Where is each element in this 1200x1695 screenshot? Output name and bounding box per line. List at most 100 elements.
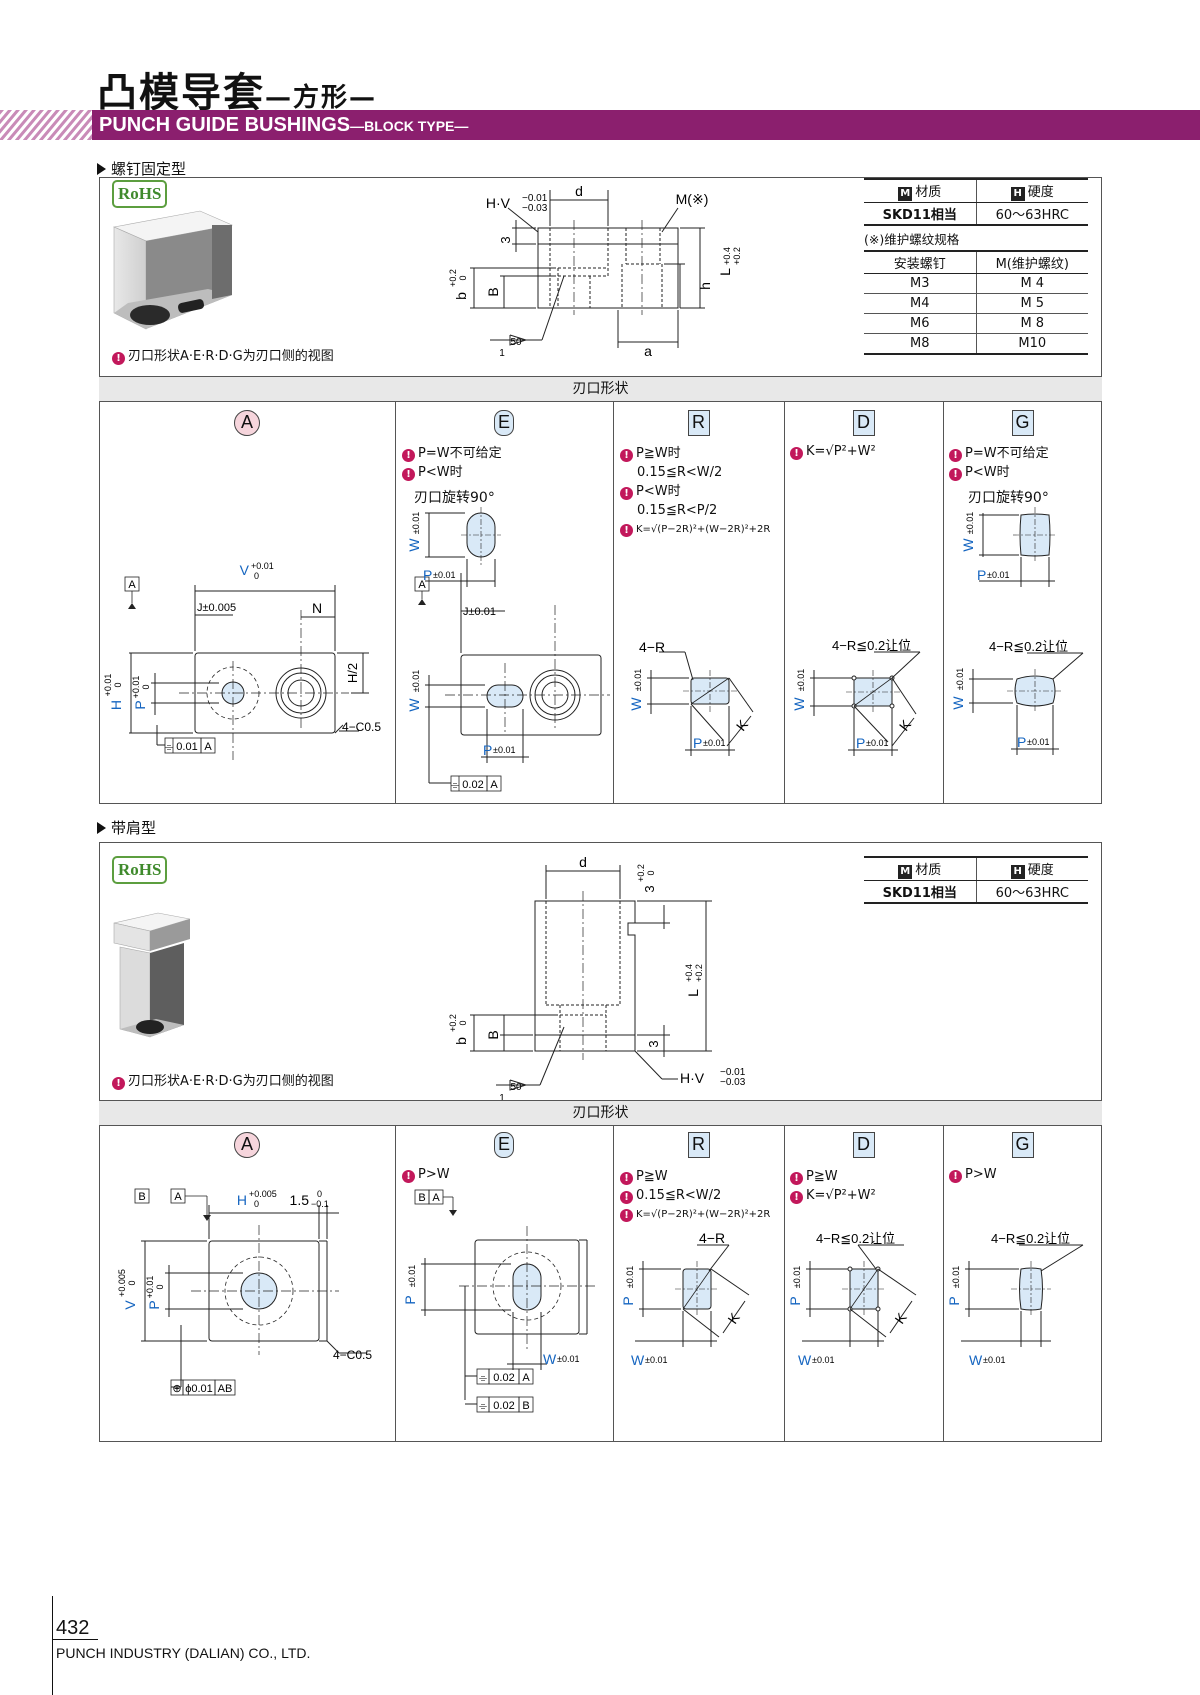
section2-label: 带肩型	[97, 817, 156, 838]
dim-p-tol: ±0.01	[625, 1266, 635, 1288]
dim-p: P	[402, 1295, 418, 1304]
gdt-value: 0.02	[462, 779, 483, 791]
note-text: P=W不可给定	[418, 446, 502, 461]
dim-p-tol: ±0.01	[866, 738, 888, 748]
dim-hv: H·V	[486, 195, 511, 211]
note-text: 0.15≦R<W/2	[636, 1188, 722, 1203]
shape-e-title: E	[395, 410, 613, 436]
gdt-symmetry-icon: ⌯	[479, 1401, 487, 1412]
datum-b: B	[418, 1192, 425, 1204]
note-line: !P≧W	[620, 1167, 770, 1186]
datum-a: A	[174, 1191, 182, 1203]
section2-note-text: 刃口形状A·E·R·D·G为刃口侧的视图	[128, 1074, 334, 1089]
shape-g-badge: G	[1011, 410, 1034, 436]
shape-a-drawing: V +0.01 0 J±0.005 N H/2 H +0.01 0 P +0.0…	[103, 561, 381, 760]
col-divider	[943, 1125, 944, 1442]
dim-p-tol: ±0.01	[792, 1266, 802, 1288]
gdt-ref: AB	[218, 1383, 233, 1395]
dim-p-tol: ±0.01	[1027, 737, 1049, 747]
section1-note-text: 刃口形状A·E·R·D·G为刃口侧的视图	[128, 349, 334, 364]
dim-p-tol-dn: 0	[141, 684, 151, 689]
datum-a: A	[418, 579, 426, 591]
footer-rule	[52, 1639, 98, 1640]
triangle-icon	[97, 822, 106, 834]
note-icon: !	[402, 1170, 415, 1183]
section1-panel	[99, 177, 1102, 804]
hardness-value: 60～63HRC	[975, 202, 1088, 226]
note-line: !K=√(P−2R)²+(W−2R)²+2R	[620, 520, 770, 539]
dim-B: B	[485, 287, 501, 296]
note-formula: K=√(P−2R)²+(W−2R)²+2R	[636, 1209, 771, 1220]
hardness-icon: H	[1010, 187, 1025, 201]
note-icon: !	[620, 1191, 633, 1204]
dim-h: H	[237, 1192, 247, 1208]
shape2-e-badge: E	[494, 1132, 514, 1158]
note-line: !P≧W时	[620, 444, 770, 463]
company-name: PUNCH INDUSTRY (DALIAN) CO., LTD.	[56, 1645, 311, 1661]
dim-w-tol: ±0.01	[983, 1355, 1005, 1365]
section1-label-text: 螺钉固定型	[111, 160, 187, 178]
shape-d-badge: D	[852, 410, 875, 436]
shape-r-title: R	[613, 410, 784, 436]
title-zh-suffix: —方形—	[265, 83, 378, 113]
note-line: !K=√(P−2R)²+(W−2R)²+2R	[620, 1205, 770, 1224]
dim-h-tol-up: +0.01	[103, 674, 113, 697]
datum-a: A	[128, 579, 136, 591]
dim-d: d	[575, 183, 583, 199]
rohs-badge: RoHS	[112, 856, 168, 884]
dim-w-tol: ±0.01	[557, 1354, 579, 1364]
dim-j: J±0.01	[463, 606, 496, 618]
note-icon: !	[790, 1191, 803, 1204]
dim-h: h	[697, 282, 713, 290]
shape-g-notes: !P=W不可给定 !P<W时	[949, 444, 1049, 482]
note-line: !P=W不可给定	[949, 444, 1049, 463]
hardness-head-text: 硬度	[1027, 863, 1054, 878]
dim-p-tol: ±0.01	[951, 1266, 961, 1288]
dim-w-rot-tol: ±0.01	[411, 512, 421, 534]
note-icon: !	[790, 1172, 803, 1185]
note-text: 0.15≦R<W/2	[637, 465, 723, 480]
dim-w: W	[631, 1352, 645, 1368]
shape-d-notes: !K=√P²+W²	[790, 444, 876, 460]
dim-shoulder-tol-dn: −0.1	[311, 1199, 329, 1209]
note-formula: K=√P²+W²	[806, 444, 876, 459]
gdt-value: 0.01	[176, 741, 197, 753]
shape2-e-drawing: B A P ±0.01 W ±0.01 ⌯ 0.02 A ⌯ 0.02 B	[402, 1189, 595, 1413]
shape-e-rotate: 刃口旋转90°	[414, 490, 495, 506]
shape-g-rotate: 刃口旋转90°	[968, 490, 1049, 506]
thread-m: M10	[975, 333, 1088, 354]
shape2-g-drawing: P ±0.01 W ±0.01 4−R≦0.2让位	[946, 1231, 1084, 1368]
dim-m: M(※)	[676, 191, 709, 207]
material-head-text: 材质	[915, 863, 942, 878]
gdt-position-icon: ⊕	[172, 1383, 181, 1395]
note-icon: !	[620, 1172, 633, 1185]
shape2-r-title: R	[613, 1132, 784, 1158]
dim-p-tol: ±0.01	[703, 738, 725, 748]
note-text: P≧W	[806, 1169, 838, 1184]
dim-p: P	[146, 1300, 162, 1309]
title-zh: 凸模导套	[97, 70, 265, 116]
note-text: P>W	[965, 1167, 997, 1182]
dim-b-tol-up: +0.2	[448, 1014, 458, 1032]
note-icon: !	[620, 449, 633, 462]
shape-r-badge: R	[687, 410, 710, 436]
material-value: SKD11相当	[864, 202, 976, 226]
dim-l-tol-dn: +0.2	[694, 964, 704, 982]
dim-ratio-top: 50	[510, 337, 522, 348]
shape2-r-drawing: P ±0.01 W ±0.01 K 4−R	[620, 1230, 750, 1368]
dim-hv: H·V	[680, 1070, 705, 1086]
dim-corner: 4−R≦0.2让位	[816, 1231, 895, 1246]
page-number: 432	[56, 1617, 90, 1639]
dim-p: P	[1017, 734, 1026, 750]
shape2-d-drawing: P ±0.01 W ±0.01 K 4−R≦0.2让位	[787, 1231, 917, 1368]
thread-screw: M6	[864, 313, 976, 334]
section2-note: !刃口形状A·E·R·D·G为刃口侧的视图	[112, 1070, 334, 1090]
dim-w: W	[406, 698, 422, 712]
note-icon: !	[112, 1077, 125, 1090]
note-text: P<W时	[965, 465, 1010, 480]
note-text: P<W时	[636, 484, 681, 499]
dim-v-tol-up: +0.005	[117, 1269, 127, 1297]
dim-v-tol-dn: 0	[254, 571, 259, 581]
material-icon: M	[898, 187, 913, 201]
